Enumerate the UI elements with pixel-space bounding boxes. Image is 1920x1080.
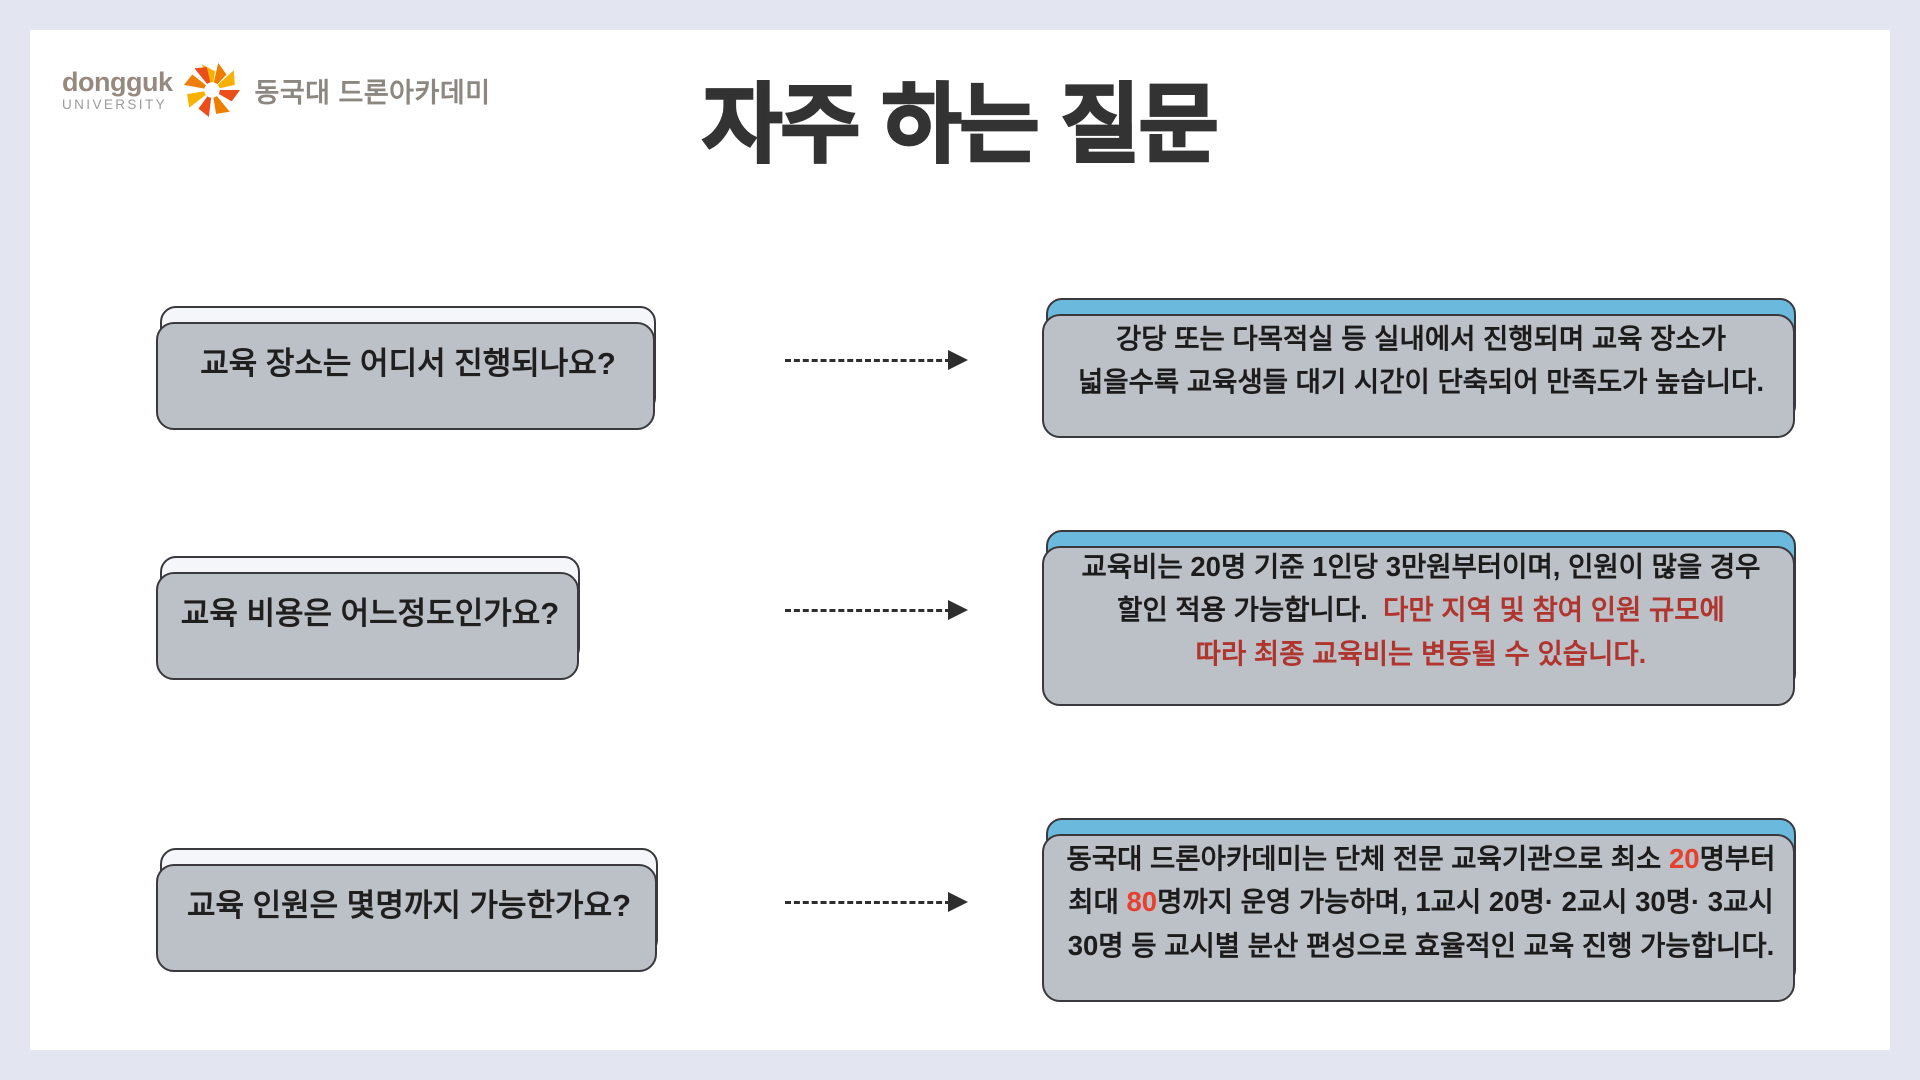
arrowhead-icon xyxy=(948,600,968,620)
arrow-connector xyxy=(785,600,968,620)
answer-line: 교육비는 20명 기준 1인당 3만원부터이며, 인원이 많을 경우 xyxy=(1082,545,1761,588)
answer-line: 동국대 드론아카데미는 단체 전문 교육기관으로 최소 20명부터 xyxy=(1067,837,1776,880)
answer-text-segment: 동국대 드론아카데미는 단체 전문 교육기관으로 최소 xyxy=(1066,843,1669,875)
logo-academy-name: 동국대 드론아카데미 xyxy=(254,77,491,108)
answer-text-segment: 30명 등 교시별 분산 편성으로 효율적인 교육 진행 가능합니다. xyxy=(1067,929,1775,961)
question-box-shadow xyxy=(156,864,657,972)
answer-line: 최대 80명까지 운영 가능하며, 1교시 20명· 2교시 30명· 3교시 xyxy=(1068,880,1773,923)
question-box-shadow xyxy=(156,322,655,430)
answer-text-segment: 20 xyxy=(1668,843,1700,875)
dongguk-flower-icon xyxy=(184,63,241,117)
answer-text-segment: 교육비는 20명 기준 1인당 3만원부터이며, 인원이 많을 경우 xyxy=(1081,551,1761,583)
answer-text-segment: 명부터 xyxy=(1699,843,1776,875)
answer-text-segment: 다만 지역 및 참여 인원 규모에 xyxy=(1383,594,1725,626)
slide-canvas: dongguk UNIVERSITY 동국대 드론아카데미 자주 하는 질문 교… xyxy=(30,30,1890,1050)
question-text: 교육 인원은 몇명까지 가능한가요? xyxy=(186,887,632,923)
answer-line: 넓을수록 교육생들 대기 시간이 단축되어 만족도가 높습니다. xyxy=(1078,360,1764,403)
answer-box-shadow xyxy=(1042,546,1795,706)
question-box: 교육 장소는 어디서 진행되나요? xyxy=(156,306,656,430)
answer-line: 따라 최종 교육비는 변동될 수 있습니다. xyxy=(1196,632,1647,675)
answer-text-segment: 넓을수록 교육생들 대기 시간이 단축되어 만족도가 높습니다. xyxy=(1078,366,1764,397)
answer-text-segment: 따라 최종 교육비는 변동될 수 있습니다. xyxy=(1195,637,1647,669)
arrowhead-icon xyxy=(948,350,968,370)
faq-row: 교육 장소는 어디서 진행되나요? 강당 또는 다목적실 등 실내에서 진행되며… xyxy=(156,275,1796,445)
logo-brand-text: dongguk xyxy=(62,66,173,97)
faq-row: 교육 비용은 어느정도인가요? 교육비는 20명 기준 1인당 3만원부터이며,… xyxy=(156,525,1796,706)
answer-line: 할인 적용 가능합니다. 다만 지역 및 참여 인원 규모에 xyxy=(1117,588,1725,631)
arrow-connector xyxy=(785,892,968,912)
logo-university-text: UNIVERSITY xyxy=(62,96,168,112)
answer-line: 30명 등 교시별 분산 편성으로 효율적인 교육 진행 가능합니다. xyxy=(1068,924,1775,967)
question-text: 교육 장소는 어디서 진행되나요? xyxy=(200,345,616,381)
answer-text-segment: 할인 적용 가능합니다. xyxy=(1117,594,1384,626)
dashed-line xyxy=(785,900,951,904)
question-box: 교육 비용은 어느정도인가요? xyxy=(156,556,580,680)
answer-line: 강당 또는 다목적실 등 실내에서 진행되며 교육 장소가 xyxy=(1116,317,1726,360)
dashed-line xyxy=(785,358,951,362)
answer-text-segment: 명까지 운영 가능하며, 1교시 20명· 2교시 30명· 3교시 xyxy=(1157,886,1774,918)
answer-box-shadow xyxy=(1042,834,1795,1002)
dashed-line xyxy=(785,608,951,612)
question-box: 교육 인원은 몇명까지 가능한가요? xyxy=(156,848,658,972)
question-text: 교육 비용은 어느정도인가요? xyxy=(180,595,560,631)
logo: dongguk UNIVERSITY 동국대 드론아카데미 xyxy=(62,62,491,118)
arrow-connector xyxy=(785,350,968,370)
answer-text-segment: 강당 또는 다목적실 등 실내에서 진행되며 교육 장소가 xyxy=(1115,322,1727,354)
answer-box-shadow xyxy=(1042,314,1795,438)
answer-text-segment: 최대 xyxy=(1068,886,1127,918)
arrowhead-icon xyxy=(948,892,968,912)
answer-text-segment: 80 xyxy=(1126,886,1158,918)
logo-wordmark: dongguk UNIVERSITY xyxy=(62,66,173,112)
question-box-shadow xyxy=(156,572,579,680)
faq-row: 교육 인원은 몇명까지 가능한가요? 동국대 드론아카데미는 단체 전문 교육기… xyxy=(156,817,1796,1002)
page-title: 자주 하는 질문 xyxy=(701,76,1220,175)
